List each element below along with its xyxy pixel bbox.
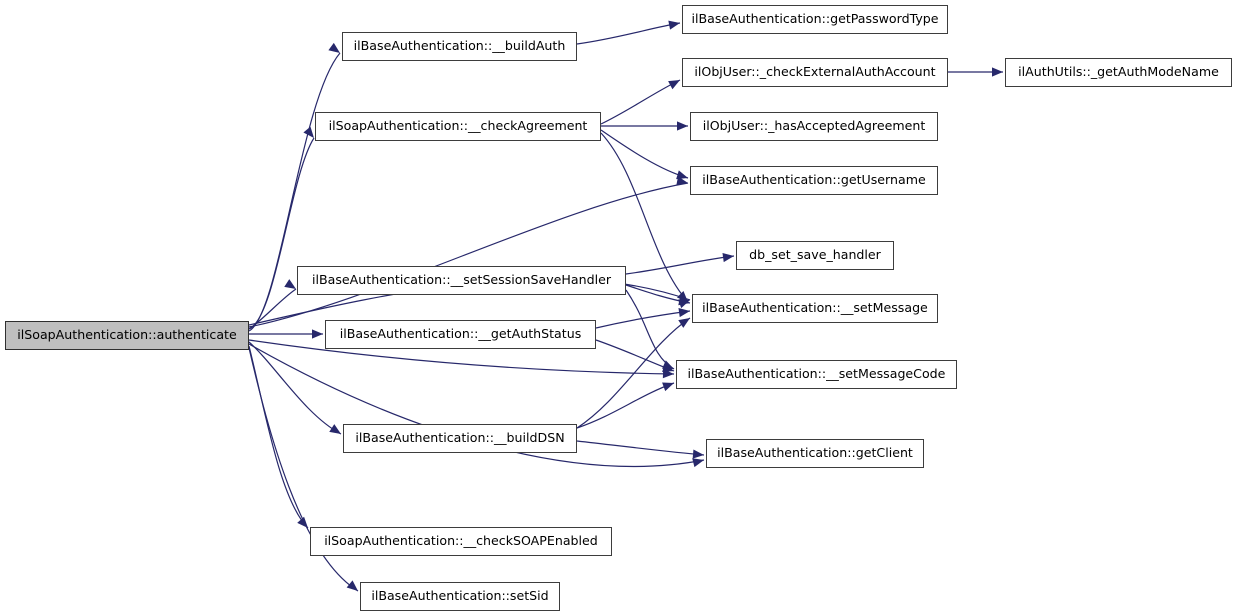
graph-node-getAuthStatus[interactable]: ilBaseAuthentication::__getAuthStatus — [325, 320, 596, 349]
edge-arrowhead — [668, 20, 680, 30]
edge-arrowhead — [662, 382, 674, 392]
edge-arrowhead — [328, 42, 340, 53]
graph-node-buildDSN[interactable]: ilBaseAuthentication::__buildDSN — [343, 424, 577, 453]
edge-arrowhead — [692, 449, 704, 459]
graph-node-label: ilSoapAuthentication::authenticate — [17, 327, 237, 343]
graph-node-label: ilSoapAuthentication::__checkAgreement — [328, 118, 588, 134]
graph-node-getAuthModeName[interactable]: ilAuthUtils::_getAuthModeName — [1005, 58, 1232, 87]
call-edge — [625, 289, 675, 370]
edge-arrowhead — [329, 424, 341, 434]
graph-node-label: ilSoapAuthentication::__checkSOAPEnabled — [324, 533, 598, 549]
graph-node-label: ilBaseAuthentication::__setMessageCode — [687, 366, 946, 382]
edge-arrowhead — [662, 363, 674, 372]
graph-node-label: ilBaseAuthentication::getPasswordType — [691, 11, 939, 27]
graph-node-checkAgreement[interactable]: ilSoapAuthentication::__checkAgreement — [315, 112, 601, 141]
graph-node-setSessionSaveHandler[interactable]: ilBaseAuthentication::__setSessionSaveHa… — [297, 266, 626, 295]
call-edge — [625, 255, 735, 275]
graph-node-authenticate[interactable]: ilSoapAuthentication::authenticate — [5, 321, 249, 350]
edge-arrowhead — [662, 360, 674, 369]
graph-node-label: db_set_save_handler — [749, 247, 881, 263]
edge-arrowhead — [346, 580, 358, 591]
call-edge — [248, 137, 315, 330]
call-edge — [576, 440, 705, 456]
call-edge — [595, 339, 675, 372]
edge-arrowhead — [662, 369, 674, 379]
edge-arrowhead — [692, 458, 704, 468]
graph-node-buildAuth[interactable]: ilBaseAuthentication::__buildAuth — [342, 32, 577, 61]
graph-node-label: ilBaseAuthentication::getClient — [717, 445, 913, 461]
graph-node-getPasswordType[interactable]: ilBaseAuthentication::getPasswordType — [682, 5, 948, 34]
graph-node-label: ilBaseAuthentication::getUsername — [702, 172, 926, 188]
graph-node-label: ilObjUser::_checkExternalAuthAccount — [694, 64, 936, 80]
edge-arrowhead — [676, 176, 688, 186]
graph-node-getClient[interactable]: ilBaseAuthentication::getClient — [706, 439, 924, 468]
edge-arrowhead — [676, 170, 688, 180]
graph-node-setMessageCode[interactable]: ilBaseAuthentication::__setMessageCode — [676, 360, 957, 389]
edge-arrowhead — [668, 80, 680, 90]
graph-node-getUsername[interactable]: ilBaseAuthentication::getUsername — [690, 166, 938, 195]
edge-arrowhead — [678, 318, 690, 328]
graph-node-hasAcceptedAgreement[interactable]: ilObjUser::_hasAcceptedAgreement — [690, 112, 938, 141]
edge-arrowhead — [992, 67, 1003, 77]
call-edge — [248, 341, 342, 435]
graph-node-label: ilBaseAuthentication::__setMessage — [702, 300, 928, 316]
call-edge — [248, 288, 297, 330]
graph-node-setSid[interactable]: ilBaseAuthentication::setSid — [360, 582, 560, 611]
call-edge — [248, 182, 689, 328]
edge-arrowhead — [312, 329, 323, 339]
graph-node-label: ilAuthUtils::_getAuthModeName — [1018, 64, 1219, 80]
graph-node-label: ilBaseAuthentication::__buildAuth — [353, 38, 566, 54]
graph-node-label: ilObjUser::_hasAcceptedAgreement — [702, 118, 926, 134]
edge-arrowhead — [676, 290, 688, 302]
graph-node-label: ilBaseAuthentication::__buildDSN — [355, 430, 565, 446]
edge-arrowhead — [722, 252, 734, 263]
call-edge — [576, 22, 681, 45]
graph-node-label: ilBaseAuthentication::__setSessionSaveHa… — [312, 272, 611, 288]
graph-node-dbSetSaveHandler[interactable]: db_set_save_handler — [736, 241, 894, 270]
edge-arrowhead — [678, 299, 690, 309]
graph-node-label: ilBaseAuthentication::setSid — [371, 588, 549, 604]
call-edge — [595, 310, 691, 329]
call-edge — [600, 129, 689, 179]
edge-arrowhead — [677, 121, 688, 131]
call-edge — [248, 345, 309, 529]
graph-node-checkSOAPEnabled[interactable]: ilSoapAuthentication::__checkSOAPEnabled — [310, 527, 612, 556]
graph-node-setMessage[interactable]: ilBaseAuthentication::__setMessage — [692, 294, 938, 323]
graph-node-checkExternalAuthAccount[interactable]: ilObjUser::_checkExternalAuthAccount — [682, 58, 948, 87]
call-edge — [576, 382, 675, 429]
call-edge — [600, 79, 681, 125]
graph-node-label: ilBaseAuthentication::__getAuthStatus — [339, 326, 582, 342]
edge-arrowhead — [678, 296, 690, 306]
edge-arrowhead — [678, 307, 690, 318]
call-edge — [625, 284, 691, 304]
